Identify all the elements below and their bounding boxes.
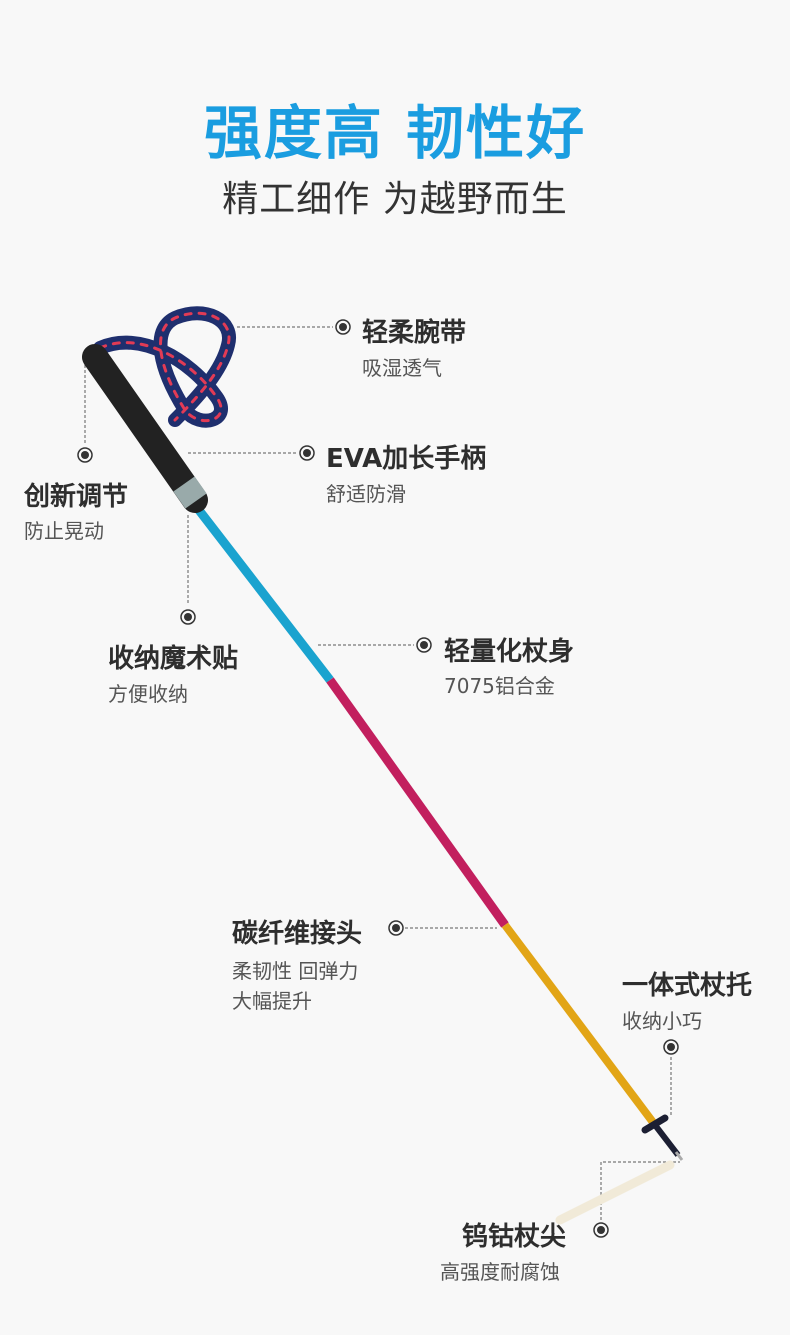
- pole-basket: [641, 1114, 669, 1134]
- feature-desc-joint-1: 柔韧性 回弹力: [232, 959, 359, 983]
- leader-lines: [84, 326, 680, 1220]
- dot-icon: [416, 637, 432, 653]
- tungsten-tip: [674, 1151, 684, 1161]
- headline: 强度高 韧性好: [203, 99, 587, 167]
- dot-icon: [299, 445, 315, 461]
- feature-desc-basket: 收纳小巧: [622, 1009, 702, 1033]
- feature-title-tip: 钨钴杖尖: [462, 1222, 567, 1252]
- feature-desc-tip: 高强度耐腐蚀: [440, 1260, 560, 1284]
- pole-reflection: [555, 1160, 675, 1225]
- grip-band: [173, 476, 207, 509]
- pole-tip-holder: [652, 1123, 681, 1157]
- feature-desc-joint-2: 大幅提升: [232, 989, 312, 1013]
- marker-dots: [77, 319, 679, 1238]
- shaft-upper-blue: [191, 502, 334, 683]
- shaft-middle-pink: [326, 677, 509, 928]
- feature-desc-grip: 舒适防滑: [326, 482, 406, 506]
- feature-desc-shaft: 7075铝合金: [444, 674, 555, 698]
- dot-icon: [335, 319, 351, 335]
- subheadline: 精工细作 为越野而生: [222, 179, 568, 220]
- dot-icon: [388, 920, 404, 936]
- feature-title-basket: 一体式杖托: [622, 971, 753, 1001]
- feature-title-grip: EVA加长手柄: [326, 444, 487, 474]
- feature-title-shaft: 轻量化杖身: [444, 637, 575, 667]
- feature-desc-velcro: 方便收纳: [108, 682, 188, 706]
- wrist-strap: [93, 306, 236, 428]
- dot-icon: [663, 1039, 679, 1055]
- eva-grip: [82, 344, 208, 513]
- shaft-lower-gold: [501, 922, 659, 1128]
- feature-title-adjust: 创新调节: [24, 482, 129, 512]
- dot-icon: [77, 447, 93, 463]
- feature-title-joint: 碳纤维接头: [232, 919, 363, 949]
- dot-icon: [593, 1222, 609, 1238]
- dot-icon: [180, 609, 196, 625]
- feature-title-strap: 轻柔腕带: [362, 318, 467, 348]
- feature-desc-strap: 吸湿透气: [362, 356, 442, 380]
- feature-desc-adjust: 防止晃动: [24, 519, 104, 543]
- feature-title-velcro: 收纳魔术贴: [108, 644, 239, 674]
